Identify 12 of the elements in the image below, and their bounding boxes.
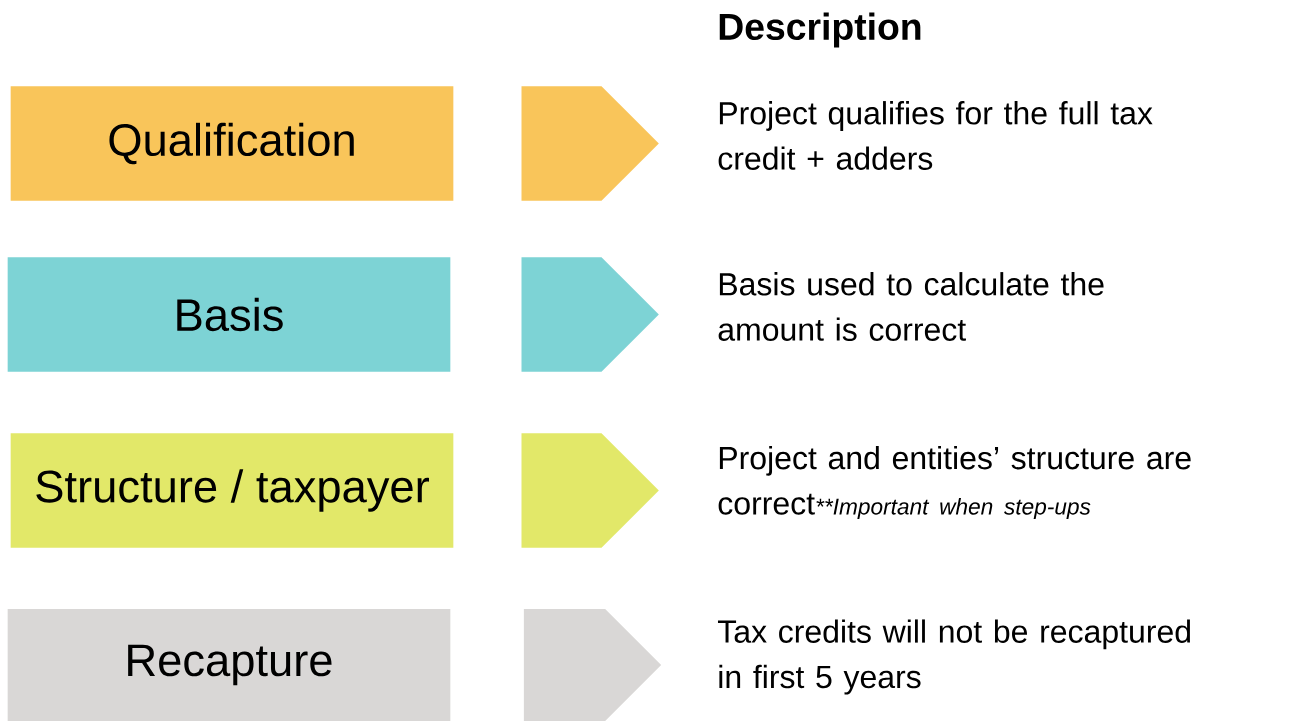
label-box: Structure / taxpayer bbox=[10, 433, 454, 548]
heading: Description bbox=[719, 12, 921, 48]
chevron-arrow bbox=[521, 433, 659, 548]
description-text: Basis used to calculate the amount is correct bbox=[718, 272, 1104, 341]
label-box: Basis bbox=[7, 257, 451, 372]
label-box: Qualification bbox=[10, 86, 454, 201]
description-text: Project qualifies for the full tax credit + adders bbox=[718, 101, 1153, 170]
chevron-arrow bbox=[521, 86, 659, 201]
description-text: Tax credits will not be recaptured in first 5 years bbox=[718, 619, 1190, 695]
label-box: Recapture bbox=[7, 609, 451, 721]
chevron-arrow bbox=[521, 257, 659, 372]
chevron-arrow bbox=[523, 609, 662, 721]
